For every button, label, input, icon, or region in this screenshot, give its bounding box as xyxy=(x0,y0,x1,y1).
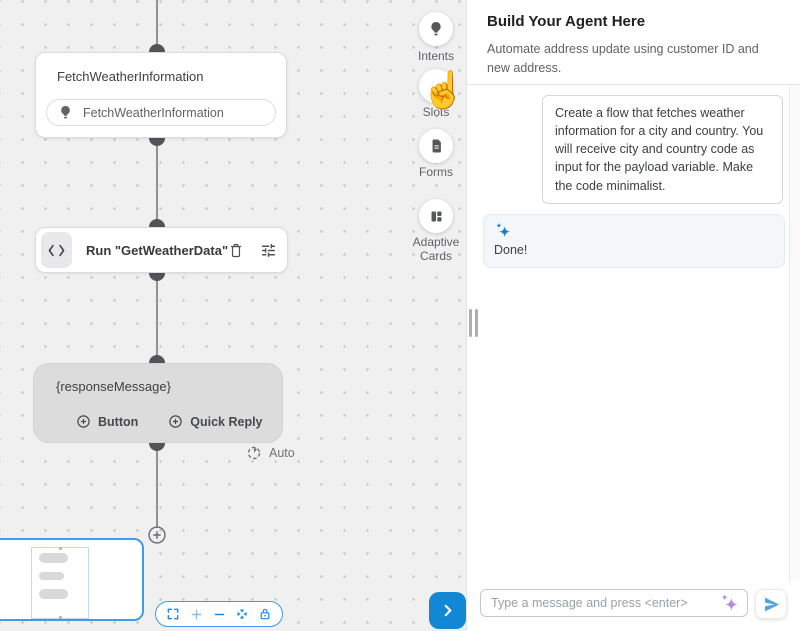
zoom-in-icon[interactable] xyxy=(188,606,204,622)
agent-panel: Build Your Agent Here Automate address u… xyxy=(466,0,800,631)
rail-item-adaptive-cards[interactable] xyxy=(419,199,453,233)
auto-toggle[interactable]: Auto xyxy=(246,445,295,461)
document-icon xyxy=(429,138,444,154)
send-icon xyxy=(763,597,780,612)
panel-divider xyxy=(467,84,800,85)
connector-line xyxy=(156,449,158,527)
center-view-icon[interactable] xyxy=(234,606,250,622)
script-node[interactable]: Run "GetWeatherData" xyxy=(35,227,288,273)
message-input[interactable] xyxy=(480,589,748,617)
fit-view-icon[interactable] xyxy=(165,606,181,622)
minimap-dot xyxy=(59,616,62,619)
rail-item-slots[interactable] xyxy=(419,69,453,103)
chat-scrollbar[interactable] xyxy=(789,85,800,581)
connector-dot xyxy=(149,273,165,281)
add-button-label: Button xyxy=(98,414,139,429)
connector-dot xyxy=(149,138,165,146)
connector-dot xyxy=(149,44,165,52)
lock-icon[interactable] xyxy=(257,606,273,622)
minimap-viewport xyxy=(31,547,89,619)
message-node[interactable]: {responseMessage} Button Quick Reply xyxy=(33,363,283,443)
cards-icon xyxy=(429,209,444,224)
assistant-message-text: Done! xyxy=(494,243,528,257)
delete-icon[interactable] xyxy=(228,241,244,259)
hand-cursor-icon: ☝ xyxy=(421,69,466,110)
minimap-node xyxy=(39,572,64,580)
lightbulb-icon xyxy=(429,21,443,37)
connector-line xyxy=(156,280,158,356)
minimap-node xyxy=(39,553,68,563)
add-quick-reply-action[interactable]: Quick Reply xyxy=(168,414,263,429)
ai-sparkle-icon xyxy=(494,221,774,240)
connector-line xyxy=(156,145,158,220)
intent-node[interactable]: FetchWeatherInformation FetchWeatherInfo… xyxy=(35,52,287,138)
intent-pill[interactable]: FetchWeatherInformation xyxy=(46,99,276,126)
panel-resize-handle[interactable] xyxy=(469,309,478,337)
script-node-label: Run "GetWeatherData" xyxy=(86,242,229,258)
add-button-action[interactable]: Button xyxy=(76,414,138,429)
flow-canvas[interactable]: FetchWeatherInformation FetchWeatherInfo… xyxy=(0,0,466,631)
rail-label-intents: Intents xyxy=(417,49,455,63)
panel-header: Build Your Agent Here Automate address u… xyxy=(467,0,800,79)
connector-dot xyxy=(149,355,165,363)
intent-node-title: FetchWeatherInformation xyxy=(57,69,204,84)
zoom-toolbar xyxy=(155,601,283,627)
tune-icon[interactable] xyxy=(260,241,277,259)
panel-subtitle: Automate address update using customer I… xyxy=(487,42,759,76)
rail-item-forms[interactable] xyxy=(419,129,453,163)
plus-circle-icon xyxy=(76,414,91,429)
auto-timer-icon xyxy=(246,445,262,461)
minimap-node xyxy=(39,589,68,599)
send-button[interactable] xyxy=(755,589,787,619)
ai-sparkle-icon[interactable] xyxy=(719,592,741,619)
connector-line xyxy=(156,0,158,45)
minimap[interactable] xyxy=(0,538,144,621)
auto-label: Auto xyxy=(269,446,295,460)
intent-pill-label: FetchWeatherInformation xyxy=(83,105,224,120)
assistant-message: Done! xyxy=(483,214,785,268)
add-node-button[interactable] xyxy=(147,525,167,545)
rail-label-slots: Slots xyxy=(422,105,450,119)
collapse-panel-button[interactable] xyxy=(429,592,466,629)
message-node-actions: Button Quick Reply xyxy=(76,414,263,429)
rail-label-forms: Forms xyxy=(419,165,453,179)
code-icon xyxy=(41,232,72,268)
message-node-label: {responseMessage} xyxy=(56,379,171,394)
connector-dot xyxy=(149,219,165,227)
minimap-dot xyxy=(59,547,62,550)
connector-dot xyxy=(149,443,165,451)
lightbulb-icon xyxy=(59,105,72,120)
add-quick-reply-label: Quick Reply xyxy=(190,414,263,429)
panel-title: Build Your Agent Here xyxy=(487,13,646,30)
zoom-out-icon[interactable] xyxy=(211,606,227,622)
rail-label-adaptive-cards: Adaptive Cards xyxy=(412,235,460,263)
user-message: Create a flow that fetches weather infor… xyxy=(542,95,783,204)
rail-item-intents[interactable] xyxy=(419,12,453,46)
plus-circle-icon xyxy=(168,414,183,429)
